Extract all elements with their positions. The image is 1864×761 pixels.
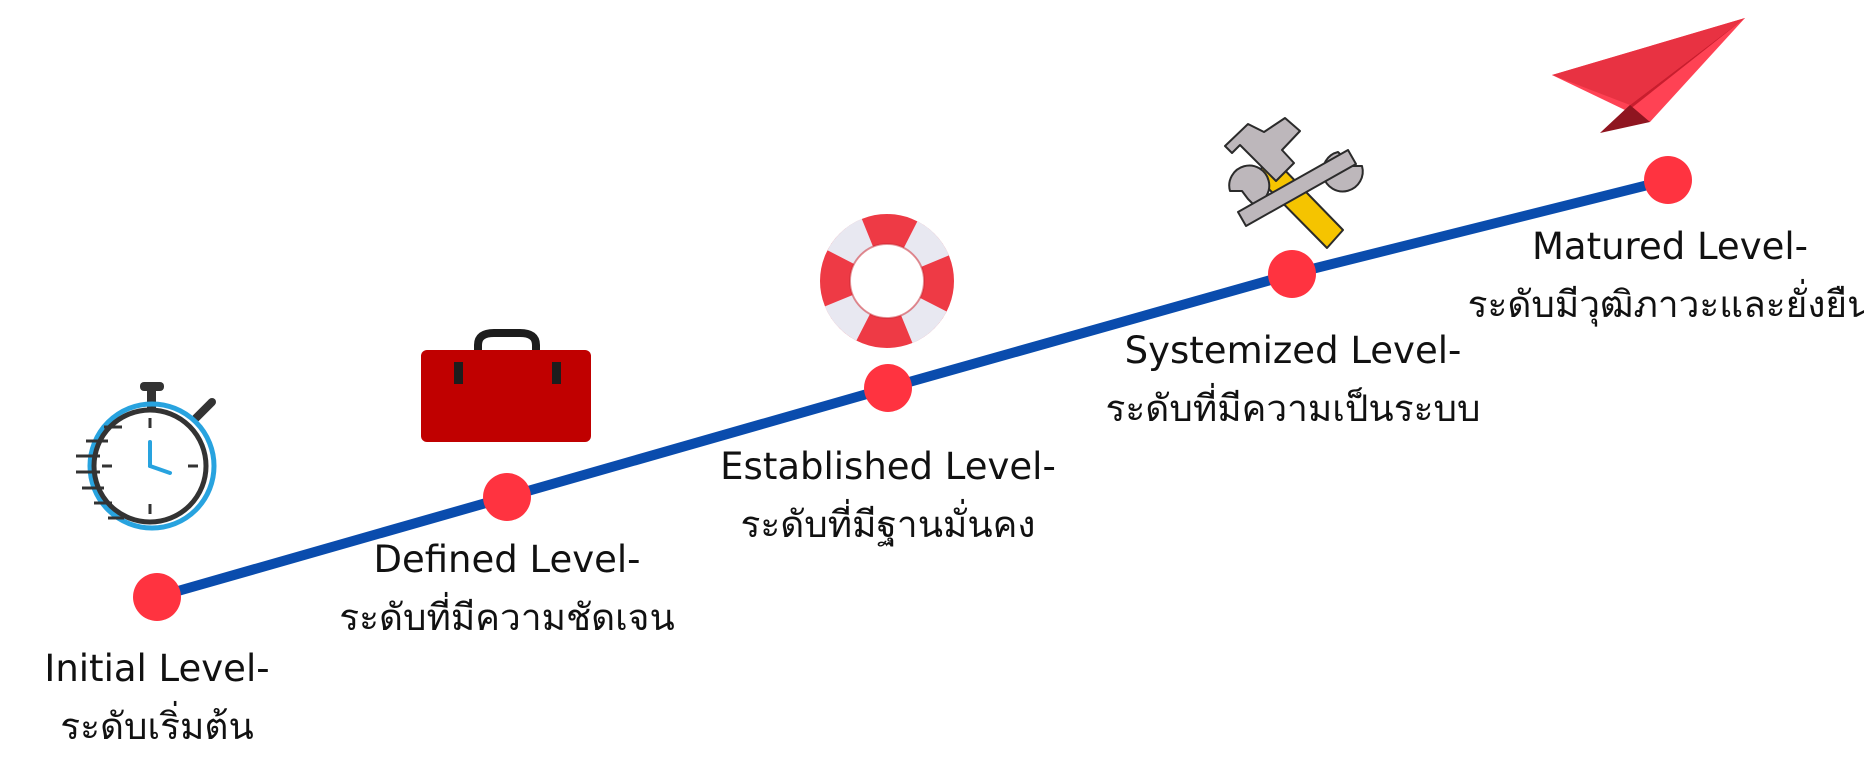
label-established-title: Established Level-: [720, 445, 1056, 488]
label-matured: Matured Level- ระดับมีวุฒิภาวะและยั่งยืน: [1468, 218, 1864, 334]
label-initial-title: Initial Level-: [44, 647, 270, 690]
label-established-subtitle: ระดับที่มีฐานมั่นคง: [740, 503, 1036, 546]
label-established: Established Level- ระดับที่มีฐานมั่นคง: [720, 438, 1056, 554]
level-node-systemized: [1268, 250, 1316, 298]
hammer-wrench-icon: [1224, 117, 1364, 249]
label-initial-subtitle: ระดับเริ่มต้น: [60, 705, 254, 748]
level-node-defined: [483, 473, 531, 521]
level-node-initial: [133, 573, 181, 621]
label-defined-title: Defined Level-: [373, 538, 641, 581]
toolbox-icon: [421, 329, 591, 442]
label-defined-subtitle: ระดับที่มีความชัดเจน: [339, 596, 675, 639]
label-systemized: Systemized Level- ระดับที่มีความเป็นระบบ: [1106, 322, 1481, 438]
label-matured-subtitle: ระดับมีวุฒิภาวะและยั่งยืน: [1467, 283, 1864, 326]
level-node-established: [864, 364, 912, 412]
lifebuoy-icon: [820, 214, 954, 348]
label-matured-title: Matured Level-: [1532, 225, 1808, 268]
level-node-matured: [1644, 156, 1692, 204]
paper-plane-icon: [1552, 18, 1745, 133]
label-systemized-subtitle: ระดับที่มีความเป็นระบบ: [1105, 387, 1481, 430]
label-defined: Defined Level- ระดับที่มีความชัดเจน: [339, 531, 675, 647]
label-systemized-title: Systemized Level-: [1124, 329, 1462, 372]
stopwatch-icon: [76, 382, 217, 531]
label-initial: Initial Level- ระดับเริ่มต้น: [44, 640, 269, 756]
